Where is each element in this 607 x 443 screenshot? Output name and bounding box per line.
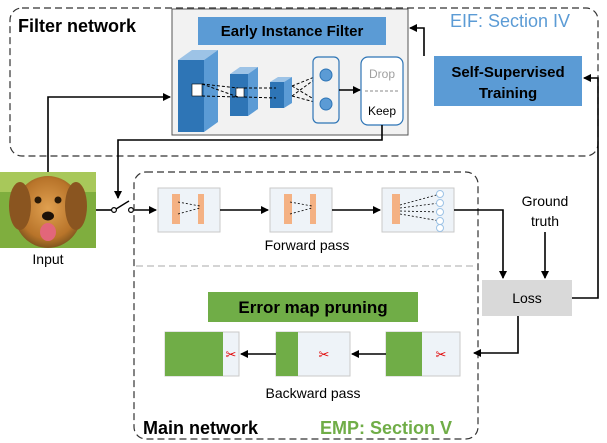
backward-layer-1: ✂ <box>164 331 240 377</box>
self-supervised-line1: Self-Supervised <box>451 64 564 81</box>
forward-layer-3 <box>381 187 455 233</box>
svg-text:✂: ✂ <box>319 348 330 363</box>
error-map-pruning-label: Error map pruning <box>238 298 387 317</box>
keep-label: Keep <box>368 104 396 118</box>
main-network-title: Main network <box>143 418 259 438</box>
drop-label: Drop <box>369 67 395 81</box>
self-supervised-training-box <box>434 56 582 106</box>
forward-layer-1 <box>157 187 221 233</box>
eif-header-label: Early Instance Filter <box>221 23 364 40</box>
input-dog-image <box>0 172 96 248</box>
ground-truth-line1: Ground <box>522 193 569 209</box>
eif-output-neurons <box>312 56 340 124</box>
backward-layer-2: ✂ <box>275 331 351 377</box>
error-map-pruning-box <box>208 292 418 322</box>
eif-section-label: EIF: Section IV <box>450 11 570 31</box>
input-label: Input <box>32 251 63 267</box>
svg-text:✂: ✂ <box>436 348 447 363</box>
backward-pass-label: Backward pass <box>266 385 361 401</box>
filter-network-title: Filter network <box>18 16 137 36</box>
forward-layer-2 <box>269 187 333 233</box>
loss-label: Loss <box>512 290 542 306</box>
main-network-region <box>133 171 479 440</box>
ground-truth-line2: truth <box>531 213 559 229</box>
backward-layer-3: ✂ <box>385 331 461 377</box>
emp-section-label: EMP: Section V <box>320 418 452 438</box>
eif-header <box>198 17 386 45</box>
svg-text:✂: ✂ <box>226 348 237 363</box>
eif-cnn-icon <box>178 50 323 132</box>
forward-pass-label: Forward pass <box>265 237 350 253</box>
self-supervised-line2: Training <box>479 85 537 102</box>
loss-box <box>482 280 572 316</box>
